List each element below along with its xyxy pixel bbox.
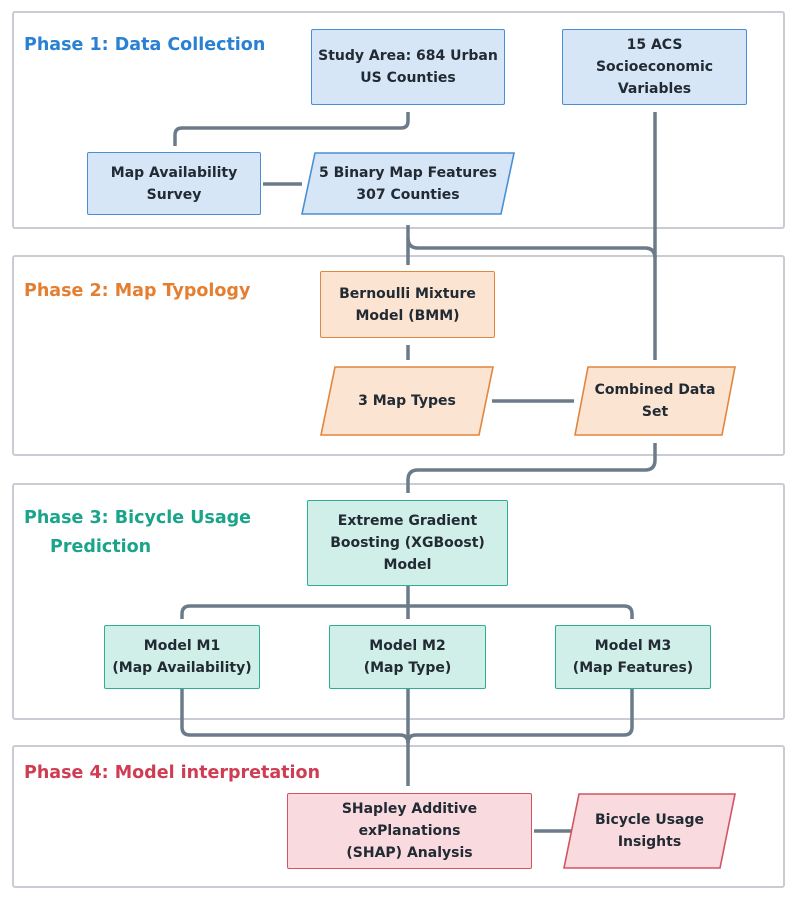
node-text: Bernoulli Mixture <box>339 285 476 302</box>
node-text: Survey <box>146 186 202 203</box>
node-text: 5 Binary Map Features <box>318 164 497 181</box>
node-text: Model M1 <box>143 638 221 654</box>
parallelogram-shape <box>320 366 494 436</box>
phase-3-title-line: Prediction <box>50 537 152 557</box>
model-m3-box: Model M3 (Map Features) <box>555 625 711 689</box>
phase-3-title: Phase 3: Bicycle Usage Prediction <box>24 504 251 562</box>
node-text: Variables <box>617 81 692 97</box>
node-text: Boosting (XGBoost) <box>330 535 485 551</box>
phase-2-title-line: Phase 2: Map Typology <box>24 281 251 301</box>
node-text: Map Availability <box>110 164 238 181</box>
phase-3-title-line: Phase 3: Bicycle Usage <box>24 508 252 528</box>
arrow-study-to-survey <box>173 112 410 146</box>
arrow-m3-to-shap <box>406 689 634 744</box>
phase-2-title: Phase 2: Map Typology <box>24 277 250 306</box>
node-text: Model (BMM) <box>355 307 460 324</box>
arrow-combined-to-xgboost <box>406 443 657 493</box>
node-text: Study Area: 684 Urban <box>318 48 498 64</box>
model-m2-box: Model M2 (Map Type) <box>329 625 486 689</box>
node-text: Combined Data <box>594 382 716 398</box>
node-text: SHapley Additive exPlanations <box>341 801 478 839</box>
node-text: (Map Features) <box>572 660 694 676</box>
arrow-m1-to-shap <box>180 689 410 744</box>
phase-1-title-line: Phase 1: Data Collection <box>24 35 266 55</box>
binary-features-data: 5 Binary Map Features 307 Counties <box>301 152 515 215</box>
node-text: (SHAP) Analysis <box>346 845 473 861</box>
node-text: Set <box>641 404 669 420</box>
parallelogram-shape <box>301 152 515 215</box>
node-text: 3 Map Types <box>358 393 456 409</box>
parallelogram-shape <box>563 793 736 869</box>
node-text: US Counties <box>360 70 456 86</box>
arrow-xgboost-to-m1 <box>180 604 408 619</box>
node-text: (Map Type) <box>363 660 452 676</box>
node-text: 15 ACS Socioeconomic <box>595 37 714 75</box>
parallelogram-shape <box>574 366 736 436</box>
phase-4-title: Phase 4: Model interpretation <box>24 759 320 788</box>
node-text: Model <box>383 557 432 573</box>
node-text: Insights <box>617 834 682 850</box>
arrow-features-to-combined <box>406 237 657 259</box>
node-text: (Map Availability) <box>112 660 252 676</box>
shap-analysis-box: SHapley Additive exPlanations (SHAP) Anal… <box>287 793 532 869</box>
node-text: Model M3 <box>594 638 672 654</box>
map-types-data: 3 Map Types <box>320 366 494 436</box>
node-text: 307 Counties <box>356 186 460 203</box>
model-m1-box: Model M1 (Map Availability) <box>104 625 260 689</box>
node-text: Bicycle Usage <box>594 812 705 828</box>
arrow-xgboost-to-m3 <box>408 604 634 619</box>
phase-4-title-line: Phase 4: Model interpretation <box>24 763 321 783</box>
study-area-box: Study Area: 684 Urban US Counties <box>311 29 505 105</box>
phase-1-title: Phase 1: Data Collection <box>24 31 265 60</box>
node-text: Extreme Gradient <box>337 513 478 529</box>
node-text: Model M2 <box>369 638 446 654</box>
